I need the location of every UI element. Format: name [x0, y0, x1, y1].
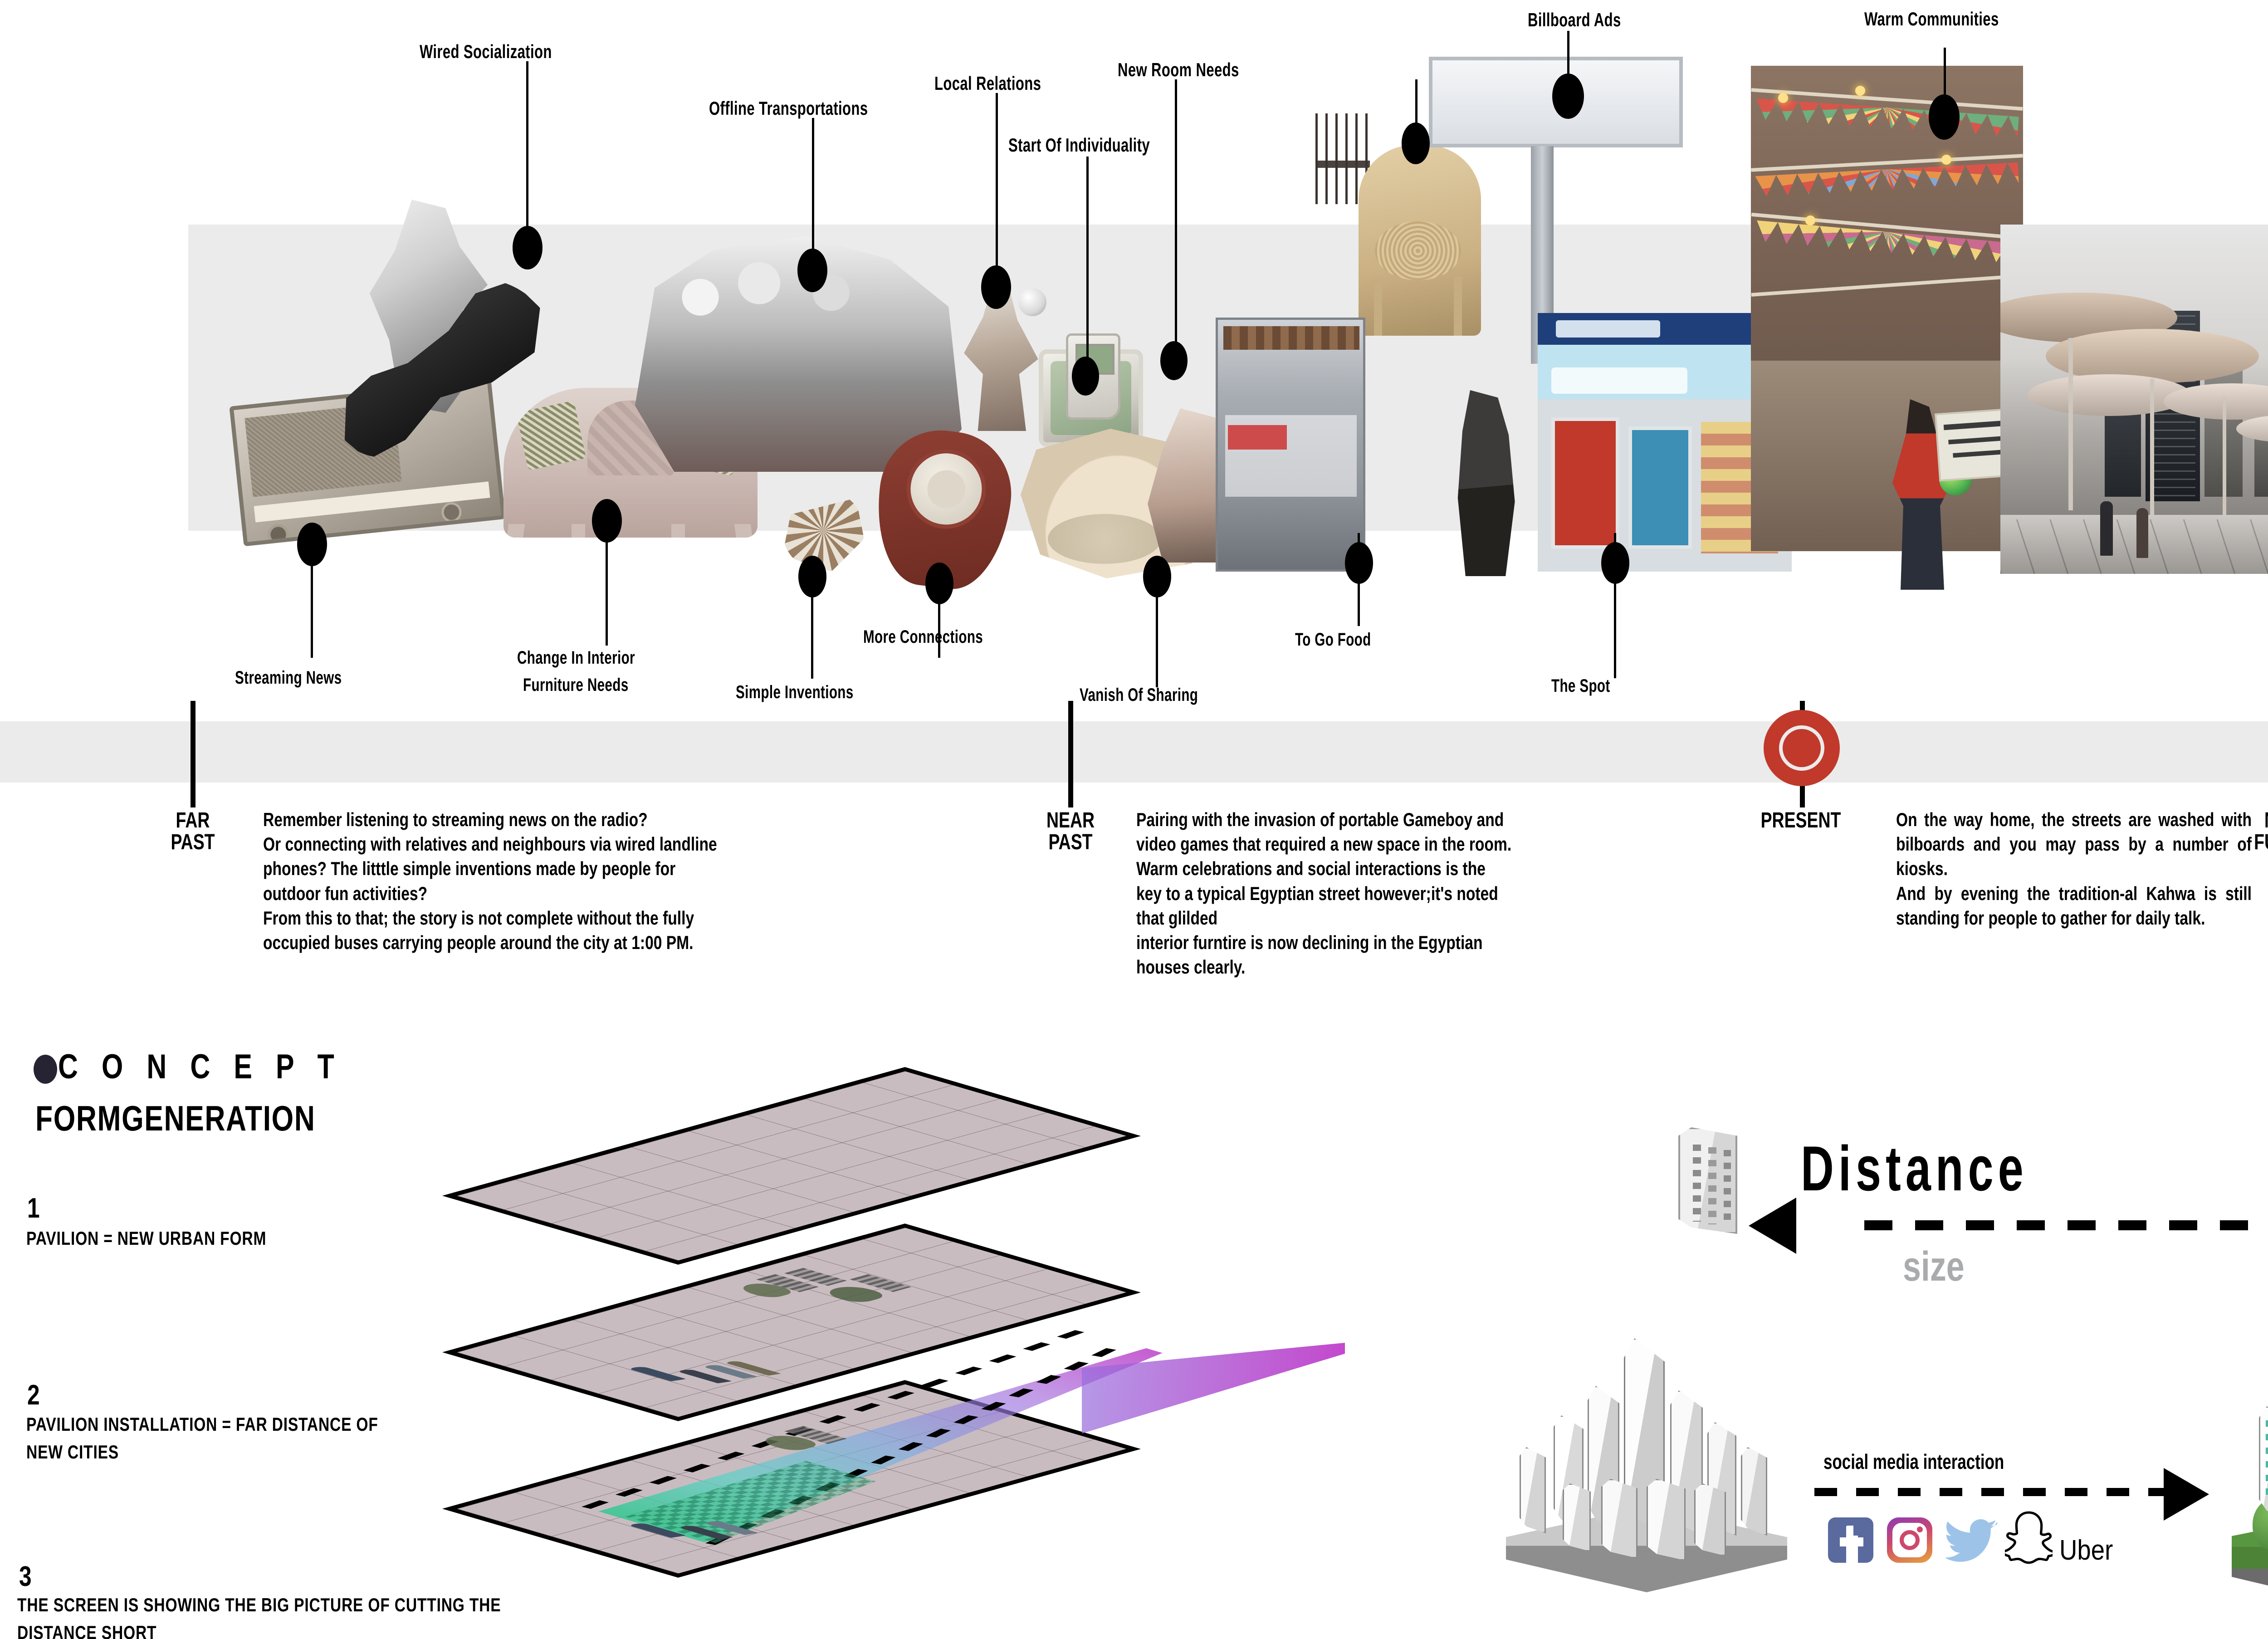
callout-leader-wooden-chair [1415, 79, 1418, 129]
facebook-icon[interactable] [1828, 1517, 1873, 1564]
callout-leader-to-go-food [1358, 533, 1360, 626]
timeline-label-far-past-line2: PAST [171, 830, 215, 854]
callout-leader-change-in-interior [606, 534, 608, 646]
callout-leader-the-spot [1614, 533, 1616, 678]
photo-pepsi-kiosk [1538, 313, 1792, 572]
concept-step-3-text: THE SCREEN IS SHOWING THE BIG PICTURE OF… [17, 1594, 501, 1639]
callout-leader-billboard-ads [1567, 31, 1569, 78]
timeline-label-near-past: NEAR PAST [1025, 810, 1117, 853]
callout-dot-wired-socialization [513, 226, 543, 269]
concept-step-2-text: PAVILION INSTALLATION = FAR DISTANCE OF … [26, 1414, 378, 1463]
callout-label-wired-socialization: Wired Socialization [420, 41, 552, 62]
callout-leader-offline-transportations [812, 118, 814, 254]
photo-coiled-phone-cord [782, 498, 864, 572]
callout-label-new-room-needs: New Room Needs [1118, 59, 1239, 80]
timeline-label-present-text: PRESENT [1760, 808, 1841, 832]
callout-leader-wired-socialization [526, 61, 528, 231]
callout-leader-more-connections [938, 594, 940, 658]
snapchat-icon[interactable] [2002, 1511, 2056, 1565]
timeline-text-present: On the way home, the streets are washed … [1896, 807, 2252, 930]
callout-leader-warm-communities [1944, 48, 1946, 98]
concept-step-1-text: PAVILION = NEW URBAN FORM [26, 1228, 267, 1249]
timeline-label-near-future-line2: FUTURE [2254, 830, 2268, 854]
social-media-dashed-line [1814, 1488, 2168, 1496]
timeline-band [0, 721, 2268, 783]
callout-label-billboard-ads: Billboard Ads [1528, 9, 1621, 30]
photo-soccer-ball [1018, 288, 1046, 316]
timeline-label-far-past: FAR PAST [149, 810, 237, 853]
collage-strip [0, 0, 2268, 635]
photo-street-food-cart [1216, 318, 1365, 572]
callout-label-vanish-of-sharing: Vanish Of Sharing [1080, 685, 1198, 705]
callout-dot-billboard-ads [1552, 73, 1584, 119]
timeline-tick-near-past [1068, 701, 1073, 807]
callout-label-warm-communities: Warm Communities [1864, 8, 1999, 29]
timeline-text-far-past-body: Remember listening to streaming news on … [263, 809, 717, 953]
callout-label-to-go-food: To Go Food [1295, 630, 1371, 650]
social-media-interaction-label: social media interaction [1823, 1450, 2004, 1473]
callout-label-the-spot: The Spot [1551, 676, 1610, 696]
photo-future-plaza-render [2000, 225, 2268, 574]
timeline-text-near-past: Pairing with the invasion of portable Ga… [1136, 807, 1724, 979]
timeline-text-far-past: Remember listening to streaming news on … [263, 807, 934, 955]
callout-label-start-of-individuality: Start Of Individuality [1008, 134, 1150, 156]
timeline-label-near-future-line1: NEAR [2264, 808, 2268, 832]
timeline-label-far-past-line1: FAR [176, 808, 210, 832]
callout-label-offline-transportations: Offline Transportations [709, 98, 868, 119]
callout-label-furniture-needs: Furniture Needs [523, 675, 629, 695]
timeline-text-near-past-body: Pairing with the invasion of portable Ga… [1136, 809, 1512, 978]
photo-wooden-cafe-chair [1359, 145, 1481, 336]
callout-dot-new-room-needs [1160, 341, 1188, 380]
callout-label-change-in-interior: Change In Interior [517, 648, 635, 668]
callout-label-local-relations: Local Relations [934, 73, 1041, 94]
concept-step-3-number: 3 [19, 1561, 32, 1592]
callout-dot-offline-transportations [797, 249, 827, 292]
concept-step-1-number: 1 [27, 1193, 40, 1224]
callout-dot-start-of-individuality [1072, 357, 1099, 396]
concept-step-2-number: 2 [27, 1380, 40, 1411]
present-target-center [1783, 729, 1821, 767]
callout-leader-vanish-of-sharing [1156, 590, 1158, 687]
axon-slab-with-projection [442, 1327, 1141, 1578]
timeline-label-near-past-line1: NEAR [1046, 808, 1095, 832]
concept-title-line2: FORMGENERATION [35, 1098, 316, 1138]
concept-bullet-icon [34, 1055, 57, 1084]
distance-size-label: size [1903, 1243, 1965, 1290]
timeline-label-present: PRESENT [1748, 810, 1854, 832]
isometric-colour-city [2214, 1257, 2268, 1633]
callout-label-streaming-news: Streaming News [235, 668, 342, 688]
callout-dot-wooden-chair [1402, 122, 1430, 164]
callout-leader-start-of-individuality [1086, 157, 1089, 363]
distance-small-building [1678, 1127, 1737, 1234]
timeline-label-near-future: NEAR FUTURE [2237, 810, 2268, 853]
callout-leader-simple-inventions [811, 588, 813, 679]
instagram-icon[interactable] [1887, 1517, 1932, 1563]
concept-title-line1: C O N C E P T [58, 1047, 342, 1086]
callout-label-simple-inventions: Simple Inventions [736, 682, 854, 702]
timeline-tick-far-past [191, 701, 196, 807]
callout-dot-local-relations [981, 265, 1011, 309]
uber-label: Uber [2059, 1535, 2113, 1566]
photo-man-walking [1457, 390, 1515, 576]
timeline-text-present-body: On the way home, the streets are washed … [1896, 809, 2252, 929]
distance-arrow-left-icon [1749, 1198, 1796, 1254]
callout-label-more-connections: More Connections [863, 627, 983, 647]
callout-leader-new-room-needs [1175, 79, 1177, 347]
isometric-grey-city [1465, 1311, 1828, 1610]
distance-dashed-line [1864, 1220, 2268, 1230]
callout-dot-warm-communities [1929, 94, 1960, 140]
callout-leader-streaming-news [311, 556, 313, 658]
social-media-arrow-right-icon [2164, 1468, 2209, 1521]
twitter-icon[interactable] [1944, 1514, 1998, 1565]
callout-leader-local-relations [996, 93, 998, 272]
distance-label: Distance [1801, 1133, 2028, 1204]
timeline-label-near-past-line2: PAST [1048, 830, 1093, 854]
